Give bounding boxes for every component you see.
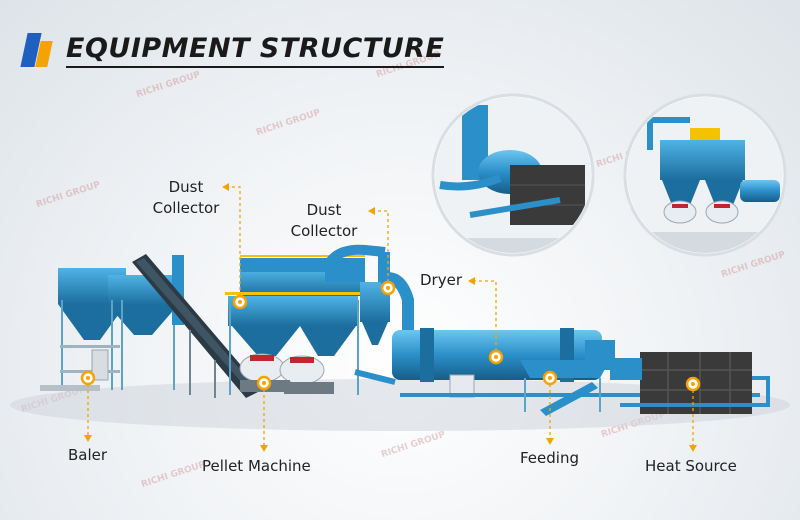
callout-dots — [80, 280, 701, 392]
label-feeding: Feeding — [520, 449, 579, 467]
label-pellet-machine: Pellet Machine — [202, 457, 311, 475]
callout-arrowheads — [84, 183, 697, 452]
label-dust-collector-2: Dust Collector — [290, 201, 358, 240]
heat-source-unit — [610, 352, 770, 414]
label-dust-collector-1: Dust Collector — [152, 178, 220, 217]
label-dryer: Dryer — [420, 271, 462, 289]
header: EQUIPMENT STRUCTURE — [20, 28, 445, 72]
detail-view-pellet-machines — [623, 93, 787, 257]
page-title: EQUIPMENT STRUCTURE — [66, 33, 445, 68]
floor-shadow — [10, 379, 790, 431]
pellet-machine-unit — [225, 270, 365, 395]
callout-lines — [87, 186, 694, 445]
label-heat-source: Heat Source — [645, 457, 737, 475]
detail-view-dryer-inlet — [431, 93, 595, 257]
feeding-unit — [520, 360, 610, 416]
label-baler: Baler — [68, 446, 108, 464]
